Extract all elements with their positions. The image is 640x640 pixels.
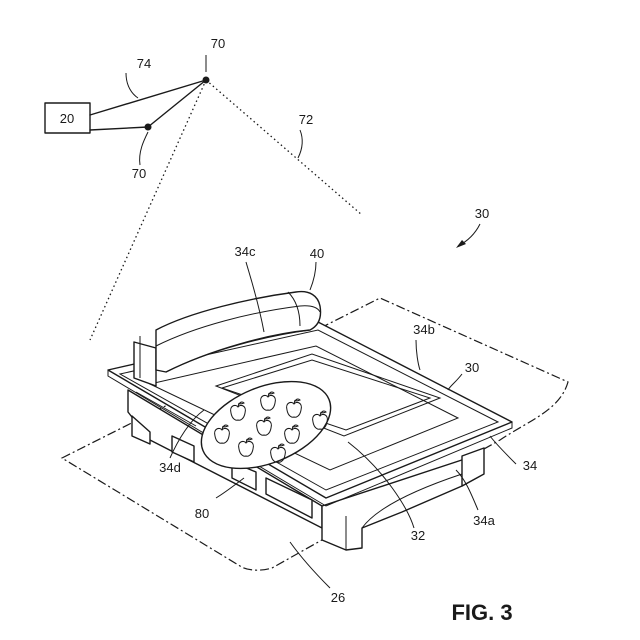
ref-34d: 34d — [159, 460, 181, 475]
ref-30-deck: 30 — [465, 360, 479, 375]
ref-32: 32 — [411, 528, 425, 543]
ref-74: 74 — [137, 56, 151, 71]
ref-26: 26 — [331, 590, 345, 605]
arrowhead-30 — [456, 240, 466, 248]
ref-34b: 34b — [413, 322, 435, 337]
ref-34a: 34a — [473, 513, 495, 528]
camera-view-line-left — [90, 80, 206, 340]
ref-30-arrow: 30 — [475, 206, 489, 221]
ref-80: 80 — [195, 506, 209, 521]
controller-label: 20 — [60, 111, 74, 126]
ref-70-lower: 70 — [132, 166, 146, 181]
ref-72: 72 — [299, 112, 313, 127]
ref-34: 34 — [523, 458, 537, 473]
figure-caption: FIG. 3 — [451, 600, 512, 625]
ref-40: 40 — [310, 246, 324, 261]
camera-view-line-right — [206, 80, 362, 215]
ref-34c: 34c — [235, 244, 256, 259]
ref-70-upper: 70 — [211, 36, 225, 51]
cable-upper — [90, 80, 206, 115]
camera-node-upper — [203, 77, 210, 84]
camera-node-lower — [145, 124, 152, 131]
cable-lower — [90, 127, 148, 130]
cable-between-cameras — [148, 80, 206, 127]
